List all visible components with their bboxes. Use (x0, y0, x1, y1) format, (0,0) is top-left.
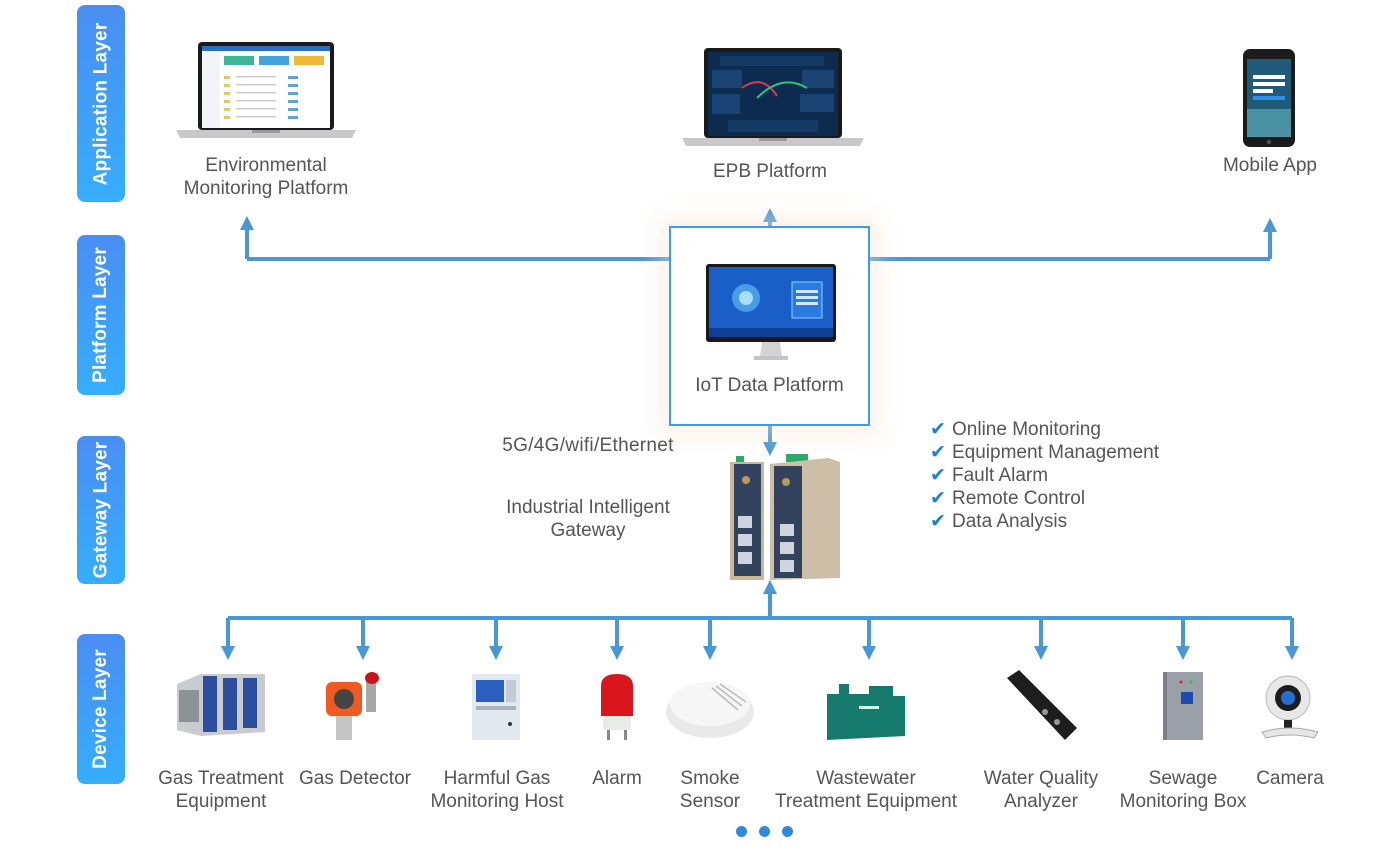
label-line: Equipment (175, 791, 267, 812)
gas-treatment-equipment-icon (171, 670, 271, 747)
label-line: Gas Detector (299, 768, 411, 789)
label-line: Monitoring Box (1119, 791, 1247, 812)
feature-label: Online Monitoring (952, 419, 1101, 440)
arrow-down-icon (610, 646, 624, 660)
label-line: Gateway (550, 520, 626, 541)
arrow-down-icon (221, 646, 235, 660)
label-line: Industrial Intelligent (506, 497, 670, 518)
wastewater-equipment-icon (823, 680, 909, 749)
label-line: Harmful Gas (443, 768, 551, 789)
layer-badge-platform: Platform Layer (77, 235, 125, 395)
layer-badge-device: Device Layer (77, 634, 125, 784)
dot (782, 826, 793, 837)
arrow-down-icon (763, 442, 777, 456)
feature-label: Remote Control (952, 488, 1086, 509)
label-line: Monitoring Platform (183, 178, 349, 199)
check-icon: ✔ (930, 488, 946, 509)
monitoring-host-icon (470, 672, 524, 749)
arrow-down-icon (1176, 646, 1190, 660)
env-platform-device (176, 42, 356, 147)
water-analyzer-icon (1001, 668, 1081, 749)
alarm-beacon-icon (597, 672, 637, 749)
gateway-device-icon (730, 454, 840, 580)
more-devices-dots (736, 826, 793, 837)
iot-data-platform-label: IoT Data Platform (695, 375, 844, 396)
feature-label: Data Analysis (952, 511, 1068, 532)
arrow-up-icon (240, 216, 254, 230)
label-line: Camera (1256, 768, 1324, 789)
feature-item: ✔ Remote Control (930, 487, 1159, 510)
monitor-icon (706, 264, 836, 360)
camera-icon (1258, 670, 1322, 747)
arrow-down-icon (489, 646, 503, 660)
laptop-dashboard-icon (176, 42, 356, 138)
mobile-app-device (1243, 49, 1295, 152)
label-line: Gas Treatment (158, 768, 284, 789)
epb-platform-label: EPB Platform (712, 161, 828, 182)
check-icon: ✔ (930, 511, 946, 532)
arrow-up-icon (763, 580, 777, 594)
iot-data-platform-box: IoT Data Platform (669, 226, 870, 426)
check-icon: ✔ (930, 419, 946, 440)
label-line: Sensor (679, 791, 741, 812)
arrow-up-icon (1263, 218, 1277, 232)
dot (736, 826, 747, 837)
laptop-bigscreen-icon (682, 48, 864, 146)
layer-badge-application: Application Layer (77, 5, 125, 202)
feature-item: ✔ Equipment Management (930, 441, 1159, 464)
arrow-up-icon (763, 208, 777, 222)
network-label: 5G/4G/wifi/Ethernet (502, 435, 674, 456)
feature-item: ✔ Data Analysis (930, 510, 1159, 533)
check-icon: ✔ (930, 465, 946, 486)
mobile-app-label: Mobile App (1222, 155, 1317, 176)
label-line: Smoke (680, 768, 740, 789)
epb-platform-device (682, 48, 864, 153)
device-label: Alarm (507, 767, 727, 790)
label-line: Environmental (205, 155, 327, 176)
feature-list: ✔ Online Monitoring ✔ Equipment Management… (930, 418, 1159, 533)
dot (759, 826, 770, 837)
feature-item: ✔ Fault Alarm (930, 464, 1159, 487)
arrow-down-icon (1285, 646, 1299, 660)
gateway-label: Industrial Intelligent Gateway (478, 496, 698, 542)
gateway-device (728, 454, 844, 587)
label-line: Monitoring Host (430, 791, 564, 812)
feature-label: Fault Alarm (952, 465, 1049, 486)
env-platform-label: Environmental Monitoring Platform (166, 154, 366, 200)
label-line: Wastewater (816, 768, 916, 789)
sewage-box-icon (1161, 670, 1205, 747)
arrow-down-icon (1034, 646, 1048, 660)
check-icon: ✔ (930, 442, 946, 463)
layer-badge-gateway: Gateway Layer (77, 436, 125, 584)
label-line: Sewage (1148, 768, 1218, 789)
feature-item: ✔ Online Monitoring (930, 418, 1159, 441)
arrow-down-icon (862, 646, 876, 660)
arrow-down-icon (356, 646, 370, 660)
label-line: Water Quality (983, 768, 1099, 789)
device-label: Gas Detector (245, 767, 465, 790)
gas-detector-icon (320, 670, 390, 747)
arrow-down-icon (703, 646, 717, 660)
label-line: Analyzer (1004, 791, 1078, 812)
smartphone-icon (1243, 49, 1295, 147)
smoke-sensor-icon (664, 672, 756, 749)
device-label: Camera (1180, 767, 1400, 790)
label-line: Treatment Equipment (775, 791, 957, 812)
feature-label: Equipment Management (952, 442, 1160, 463)
label-line: Alarm (592, 768, 642, 789)
